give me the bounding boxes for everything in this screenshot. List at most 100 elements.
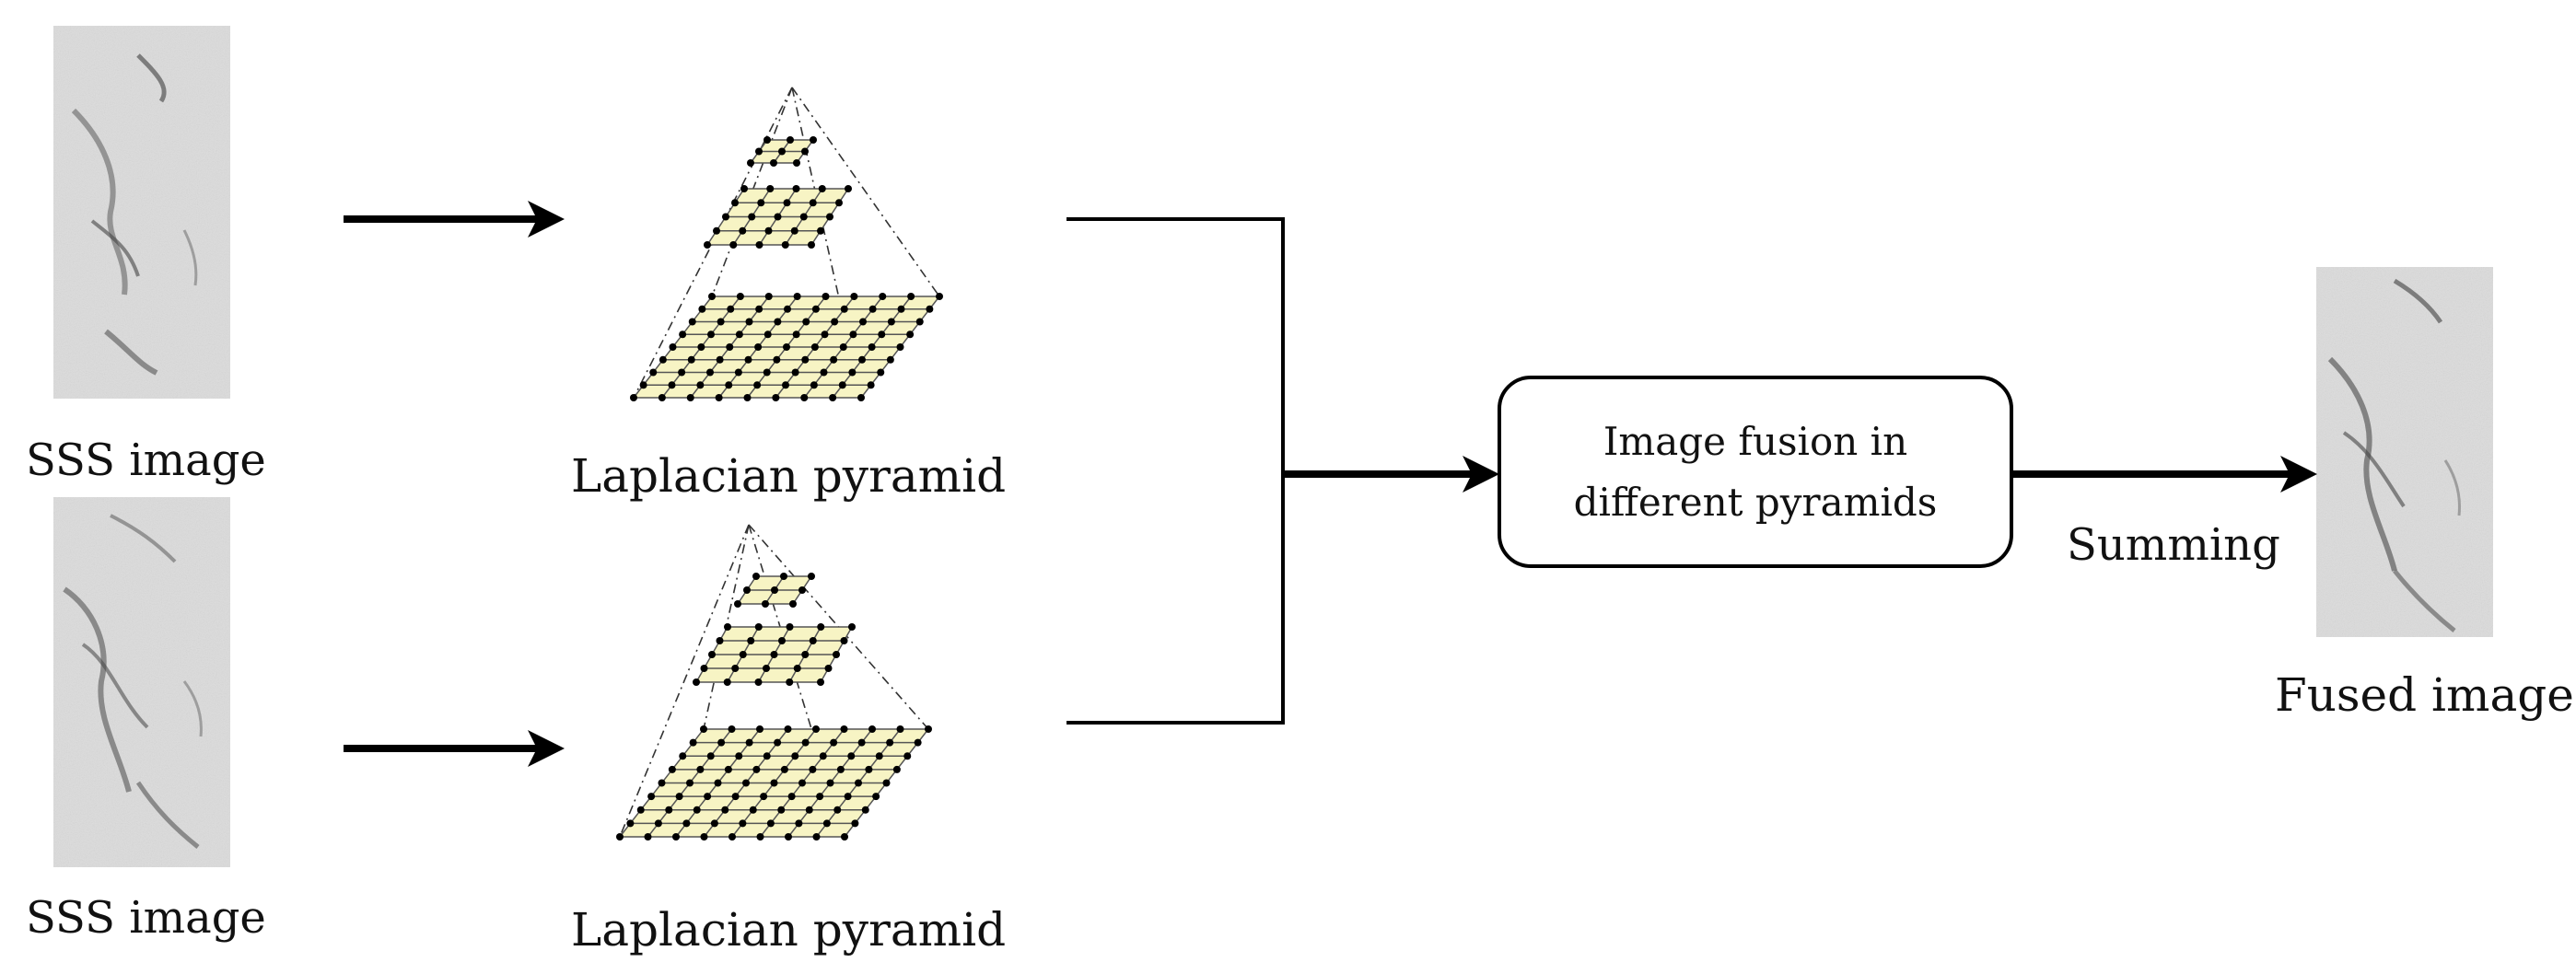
level-0-grid-node <box>698 305 706 313</box>
level-2-grid-node <box>763 136 771 144</box>
level-0-grid-node <box>793 293 801 300</box>
level-1-grid-node <box>778 637 786 644</box>
level-0-grid-node <box>780 765 788 773</box>
level-0-grid-node <box>665 806 673 814</box>
level-2-grid-node <box>780 573 787 580</box>
level-0-grid-node <box>679 330 687 339</box>
level-0-grid-node <box>731 793 740 801</box>
level-0-grid-node <box>849 330 857 339</box>
level-1-grid-node <box>724 623 731 631</box>
level-0-grid-node <box>774 738 782 747</box>
level-0-grid-node <box>925 725 932 733</box>
level-0-grid-node <box>812 833 821 841</box>
level-1-grid-node <box>809 637 817 644</box>
fusion-box-label: Image fusion in different pyramids <box>1499 377 2011 566</box>
level-1-grid <box>693 623 856 686</box>
level-1-grid-node <box>731 665 740 672</box>
level-0-grid-node <box>903 752 912 760</box>
level-0-grid-node <box>914 738 922 747</box>
level-0-grid-node <box>770 779 778 787</box>
level-2-grid-node <box>770 159 777 167</box>
level-1-grid-node <box>817 678 824 686</box>
level-1-grid-node <box>792 185 800 192</box>
level-0-grid-node <box>841 833 848 841</box>
level-0-grid-node <box>644 833 652 841</box>
level-0-grid-node <box>649 368 658 377</box>
level-2-grid-node <box>762 600 769 608</box>
level-0-grid-node <box>906 330 915 339</box>
level-1-grid-node <box>716 637 724 644</box>
level-0-grid-node <box>704 793 712 801</box>
level-0-grid-node <box>836 765 845 773</box>
level-0-grid-node <box>816 793 824 801</box>
level-0-grid-node <box>847 752 856 760</box>
level-0-grid-node <box>721 806 729 814</box>
laplacian-pyramid-2 <box>616 524 932 841</box>
level-0-grid-node <box>714 779 722 787</box>
level-0-grid-node <box>936 293 943 300</box>
level-0-grid-node <box>782 381 789 389</box>
level-1-grid-node <box>763 665 770 672</box>
level-0-grid <box>616 725 932 841</box>
laplacian-pyramid-1 <box>630 87 943 401</box>
level-0-grid-node <box>785 833 792 841</box>
level-0-grid-node <box>686 779 694 787</box>
level-1-grid-node <box>817 623 825 631</box>
level-0-grid-node <box>727 305 735 313</box>
level-2-grid-node <box>747 159 754 167</box>
level-0-grid-node <box>654 819 662 828</box>
level-0-grid-node <box>801 738 810 747</box>
level-0-grid-node <box>926 305 934 313</box>
level-1-grid-node <box>786 623 794 631</box>
level-0-grid-node <box>820 368 828 377</box>
level-0-grid-node <box>833 806 842 814</box>
level-0-grid-node <box>763 752 771 760</box>
level-0-grid-node <box>735 752 743 760</box>
laplacian-pyramid-label-1: Laplacian pyramid <box>571 449 1007 503</box>
level-2-grid-node <box>787 136 794 144</box>
level-0-grid-node <box>686 394 694 401</box>
level-0-grid-node <box>887 318 895 326</box>
level-0-grid-node <box>729 833 736 841</box>
level-0-grid-node <box>868 305 877 313</box>
level-0-grid-node <box>878 330 886 339</box>
level-1-grid-node <box>793 665 801 672</box>
level-0-grid-node <box>752 765 761 773</box>
level-0-grid-node <box>734 368 742 377</box>
level-0-grid-node <box>639 381 647 389</box>
level-1-grid-node <box>729 241 738 249</box>
level-1-grid-node <box>754 623 763 631</box>
fused-image-label: Fused image <box>2275 668 2574 722</box>
level-0-grid-node <box>795 819 803 828</box>
level-1-grid-node <box>748 213 756 221</box>
level-0-grid-node <box>784 305 791 313</box>
level-0-grid-node <box>693 806 701 814</box>
level-0-grid-node <box>857 394 865 401</box>
level-0-grid-node <box>829 394 837 401</box>
level-0-grid-node <box>669 343 677 351</box>
level-0-grid-node <box>754 343 763 351</box>
level-0-grid-node <box>896 343 904 351</box>
level-0-grid-node <box>682 819 691 828</box>
level-0-grid-node <box>830 738 838 747</box>
level-0-grid-node <box>831 318 839 326</box>
level-0-grid-node <box>773 355 781 364</box>
level-0-grid-node <box>700 833 708 841</box>
level-0-grid-node <box>756 725 763 733</box>
level-2-grid-node <box>771 586 778 594</box>
level-1-grid-node <box>781 241 789 249</box>
level-1-grid-node <box>817 226 824 235</box>
level-0-grid-node <box>875 752 883 760</box>
level-1-grid-node <box>723 678 731 686</box>
level-2-grid-node <box>734 600 741 608</box>
level-0-grid-node <box>855 779 862 787</box>
level-0-grid-node <box>659 355 667 364</box>
level-1-grid <box>704 185 852 249</box>
level-1-grid-node <box>704 241 711 249</box>
level-2-grid-node <box>801 147 809 156</box>
level-0-grid-node <box>728 725 736 733</box>
level-0-grid-node <box>774 318 782 326</box>
level-1-grid-node <box>826 213 833 221</box>
level-0-grid-node <box>745 738 753 747</box>
level-0-grid-node <box>886 738 894 747</box>
